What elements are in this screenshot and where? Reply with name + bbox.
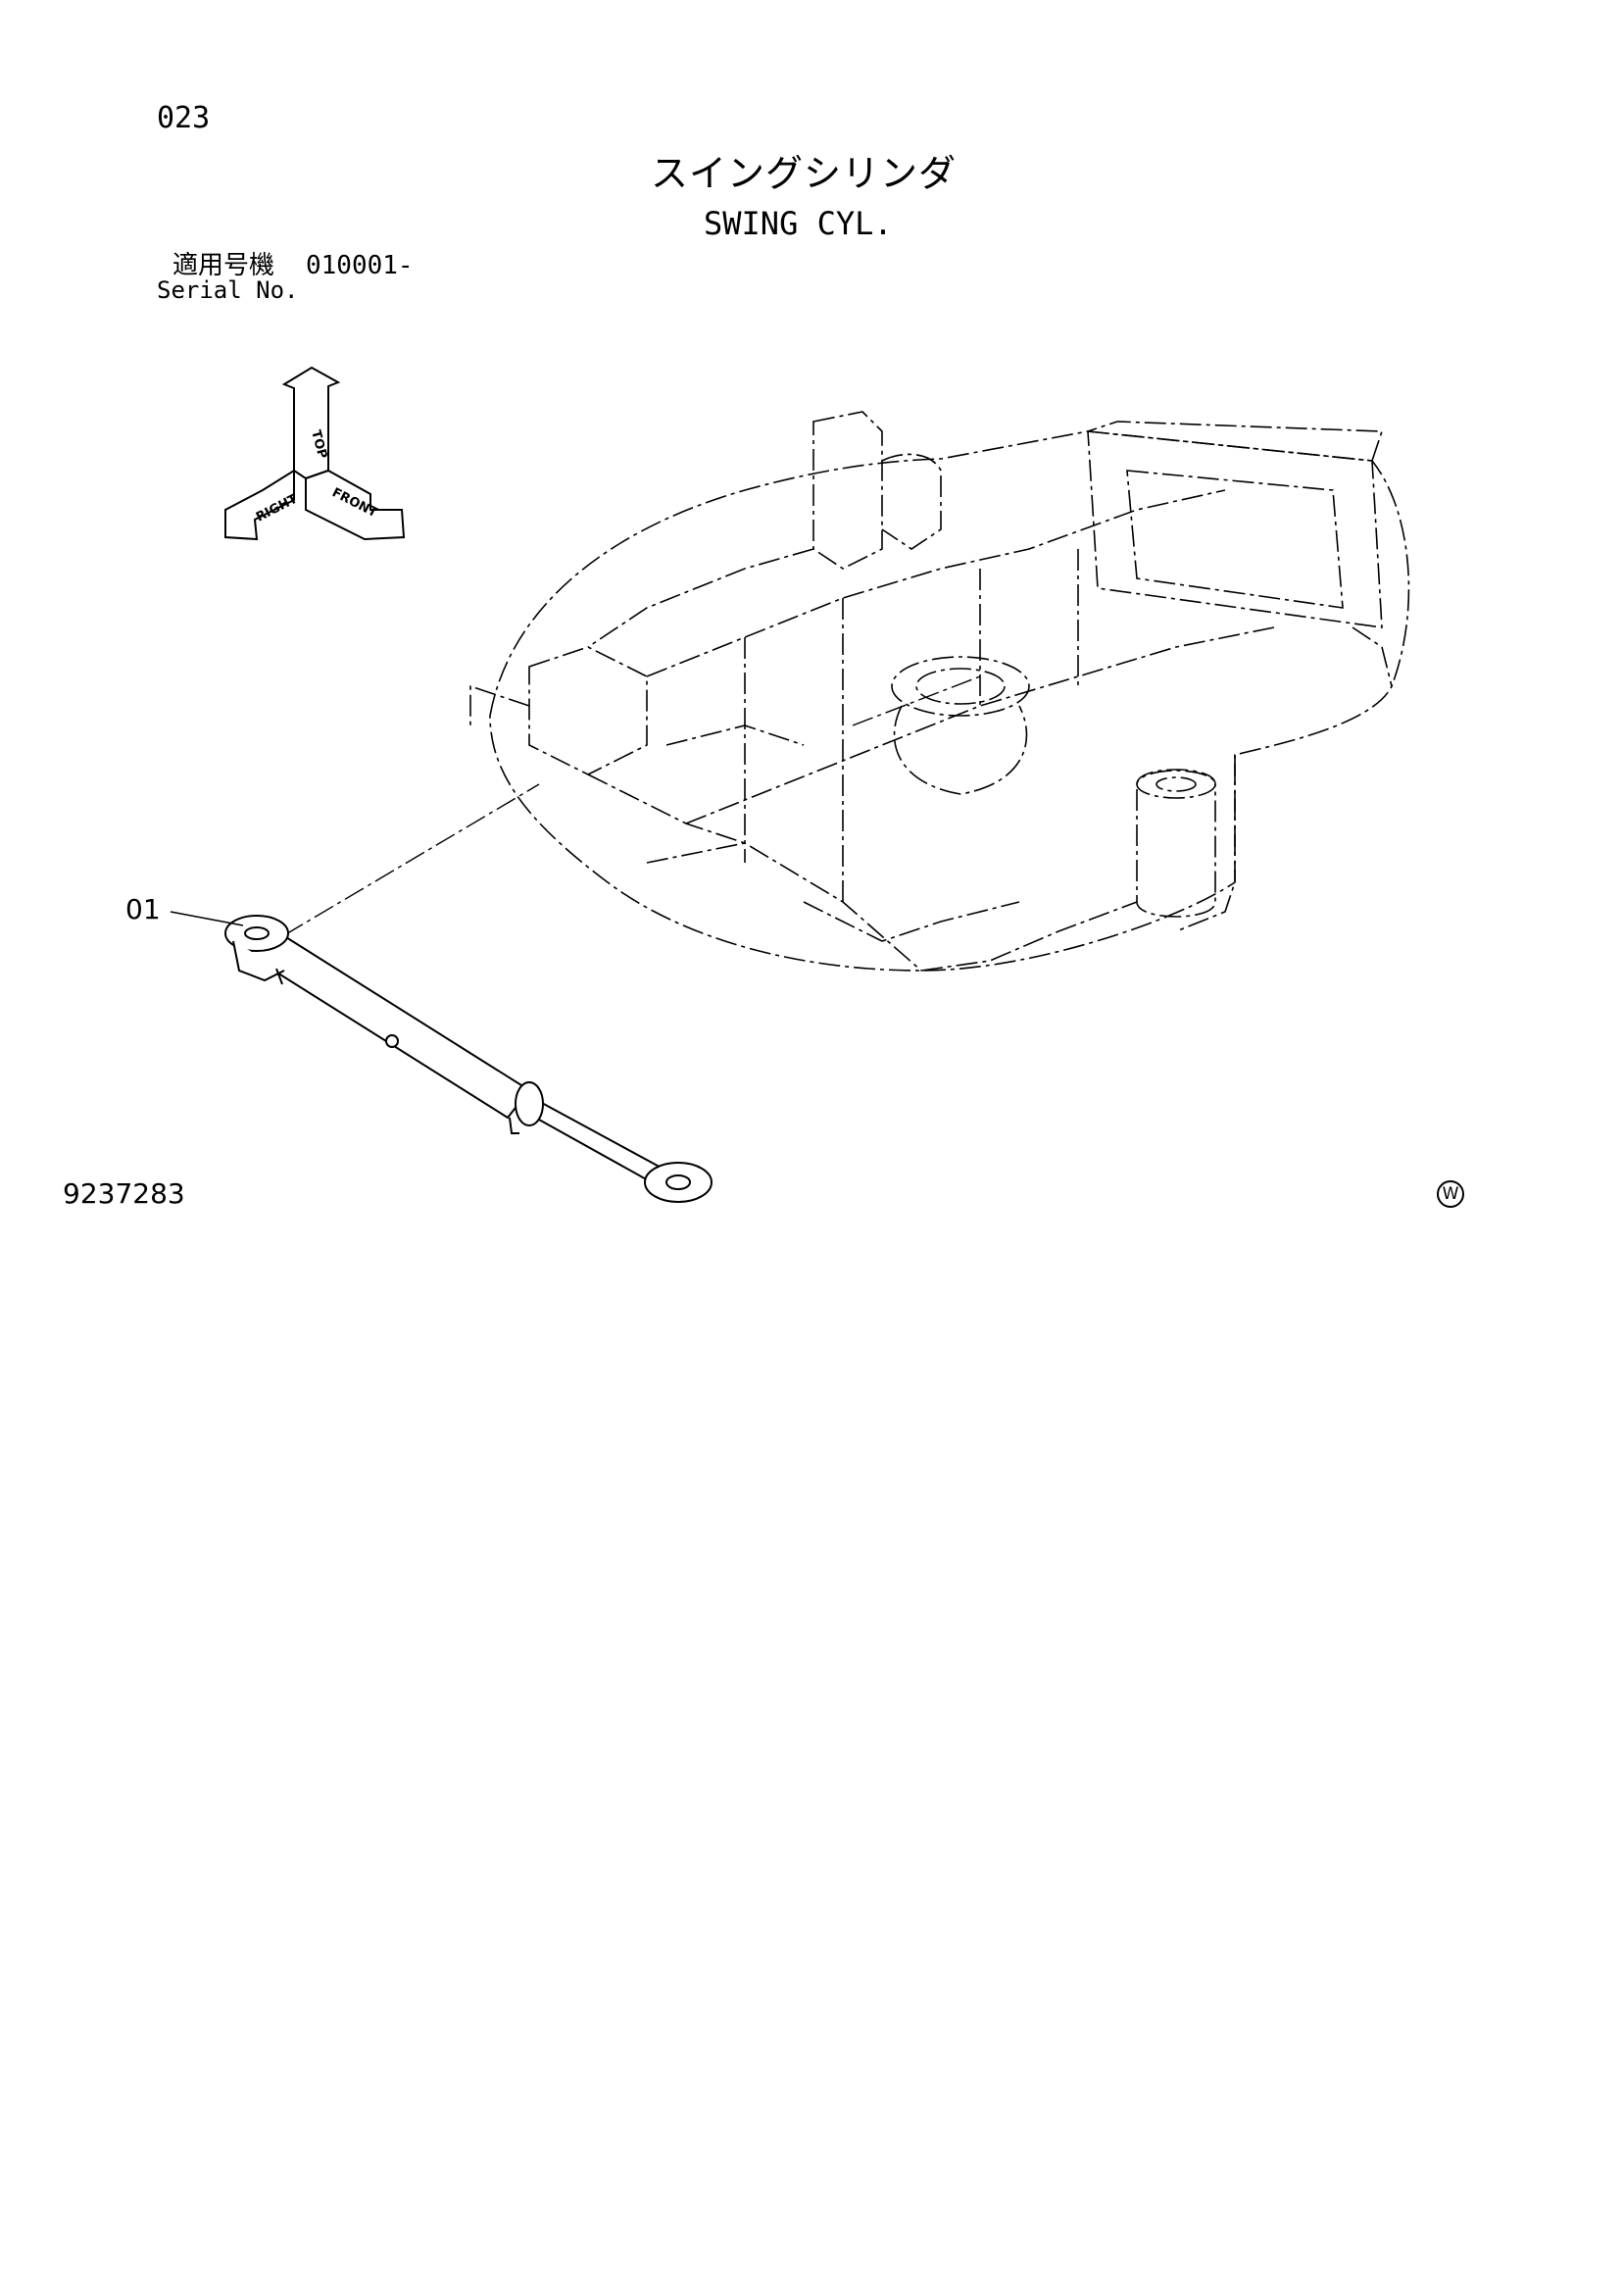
mounting-phantom-line [283, 675, 981, 936]
orientation-indicator: TOP RIGHT FRONT [224, 366, 406, 541]
title-english: SWING CYL. [704, 205, 893, 242]
circled-w-mark: W [1437, 1180, 1464, 1208]
circled-w-mark-letter: W [1442, 1184, 1459, 1204]
serial-label-english: Serial No. [157, 276, 299, 304]
title-japanese: スイングシリンダ [651, 152, 958, 195]
drawing-number: 9237283 [63, 1177, 185, 1210]
part-label-01: 01 [125, 893, 161, 925]
swing-cylinder-drawing [224, 915, 713, 1203]
page-number: 023 [157, 101, 211, 135]
orientation-top-label: TOP [308, 428, 329, 460]
part-leader-01 [170, 911, 244, 926]
serial-label-japanese: 適用号機 [172, 251, 275, 280]
upper-frame-phantom [469, 411, 1410, 972]
serial-number-value: 010001- [306, 251, 414, 280]
